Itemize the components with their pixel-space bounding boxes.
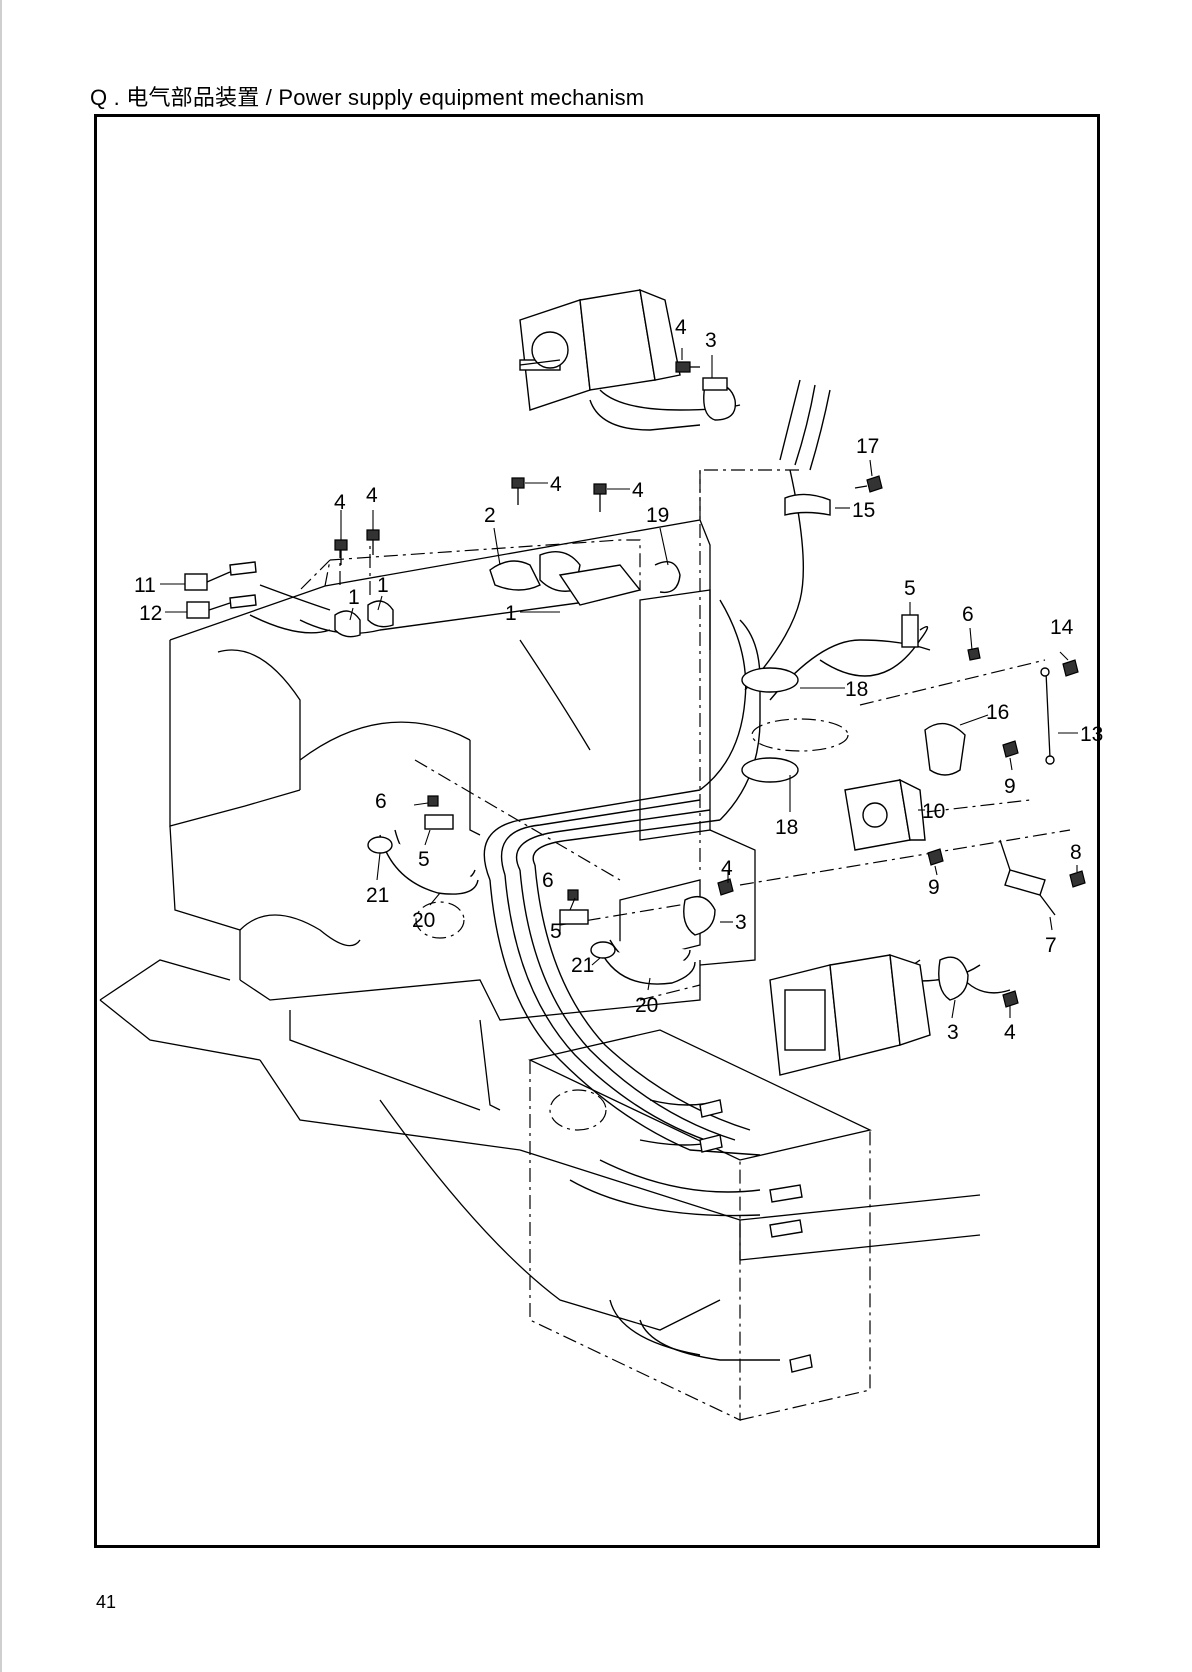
callout-label: 20 [635,994,658,1017]
callout-label: 18 [775,816,798,839]
callout-label: 8 [1070,841,1082,864]
bottom-motor [770,955,930,1075]
callout-label: 21 [366,884,389,907]
callout-label: 7 [1045,934,1057,957]
callout-label: 3 [705,329,717,352]
callout-label: 4 [366,484,378,507]
callout-label: 1 [505,602,517,625]
callout-label: 3 [947,1021,959,1044]
callout-labels: 4 3 17 15 4 4 4 4 2 19 11 12 1 1 1 5 6 1… [134,316,1103,1044]
callout-label: 9 [1004,775,1016,798]
callout-label: 4 [675,316,687,339]
callout-label: 4 [721,857,733,880]
callout-label: 17 [856,435,879,458]
callout-label: 2 [484,504,496,527]
callout-label: 1 [348,586,360,609]
small-parts [185,362,1085,1372]
callout-label: 5 [904,577,916,600]
callout-label: 19 [646,504,669,527]
callout-label: 1 [377,574,389,597]
callout-label: 20 [412,909,435,932]
callout-label: 4 [1004,1021,1016,1044]
page-number: 41 [96,1592,116,1613]
top-motor [520,290,680,410]
callout-label: 4 [550,473,562,496]
callout-label: 6 [962,603,974,626]
callout-label: 11 [134,574,156,597]
callout-label: 3 [735,911,747,934]
callout-label: 12 [139,602,162,625]
callout-label: 4 [632,479,644,502]
callout-label: 14 [1050,616,1074,639]
callout-label: 16 [986,701,1009,724]
callout-label: 21 [571,954,594,977]
callout-label: 4 [334,491,346,514]
callout-label: 9 [928,876,940,899]
callout-label: 18 [845,678,868,701]
callout-label: 6 [375,790,387,813]
cable-bundle [250,380,1010,1360]
callout-label: 10 [922,800,945,823]
callout-label: 13 [1080,723,1103,746]
callout-label: 15 [852,499,875,522]
callout-label: 5 [550,920,562,943]
callout-label: 5 [418,848,430,871]
leader-lines [160,348,1078,1018]
callout-label: 6 [542,869,554,892]
